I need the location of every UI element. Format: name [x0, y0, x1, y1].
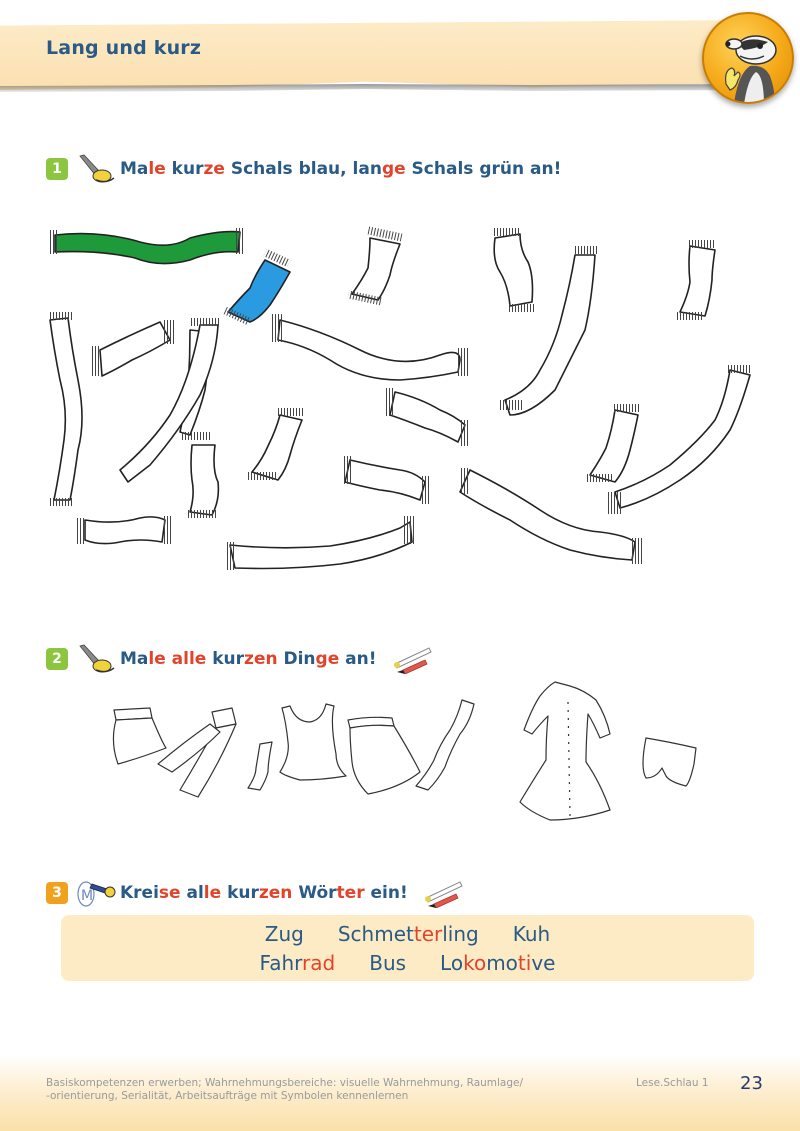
text-part-highlight: le	[188, 649, 207, 669]
skirt-long	[347, 716, 421, 795]
text-part-highlight: le	[203, 883, 222, 903]
shorts	[642, 737, 697, 787]
syllable-highlight: rad	[302, 951, 336, 975]
trousers	[157, 707, 237, 798]
colored-pencils-icon	[424, 881, 463, 908]
text-part: an!	[339, 649, 377, 669]
syllable: Fahr	[259, 951, 303, 975]
text-part-highlight: zen	[244, 649, 278, 669]
word-fahrrad[interactable]: Fahrrad	[260, 951, 336, 975]
text-part: ein!	[364, 883, 408, 903]
exercise-3-instruction: Kreise alle kurzen Wörter ein!	[120, 883, 408, 903]
scarf-short-blue	[227, 259, 291, 323]
text-part-highlight: zen	[258, 883, 293, 903]
footer-description: Basiskompetenzen erwerben; Wahrnehmungsb…	[46, 1077, 566, 1103]
syllable-highlight: ko	[463, 951, 487, 975]
scarf-long-green	[54, 230, 241, 265]
text-part: Ma	[120, 649, 149, 669]
syllable: Zug	[264, 922, 304, 946]
word-bus[interactable]: Bus	[369, 951, 406, 975]
text-part: Din	[277, 649, 316, 669]
text-part: Schals blau, lan	[224, 159, 382, 179]
header-shadow	[0, 84, 760, 92]
footer-line: -orientierung, Serialität, Arbeitsaufträ…	[46, 1090, 409, 1102]
text-part: Krei	[120, 883, 159, 903]
word-kuh[interactable]: Kuh	[513, 922, 550, 946]
syllable: Kuh	[512, 922, 551, 946]
badger-mascot-icon	[702, 12, 794, 104]
scarf-short	[247, 741, 273, 791]
syllable: Lo	[440, 951, 464, 975]
text-part-highlight: ge	[381, 159, 406, 179]
exercise-1-instruction: Male kurze Schals blau, lange Schals grü…	[120, 159, 561, 179]
coloring-hand-icon	[79, 644, 115, 673]
text-part-highlight: le al	[148, 649, 189, 669]
circle-marker-icon: M	[77, 881, 116, 907]
page-title: Lang und kurz	[46, 37, 202, 59]
word-schmetterling[interactable]: Schmetterling	[338, 922, 479, 946]
text-part-highlight: ter	[336, 883, 365, 903]
exercise-number-badge: 2	[46, 648, 68, 670]
skirt-short	[112, 707, 167, 765]
exercise-2-heading: 2 Male alle kurzen Dinge an!	[46, 644, 435, 674]
coloring-hand-icon	[79, 154, 115, 183]
syllable-highlight: ti	[517, 951, 532, 975]
dress-long	[519, 681, 611, 821]
syllable: ve	[531, 951, 556, 975]
exercise-3-heading: 3 M Kreise alle kurzen Wörter ein!	[46, 878, 466, 908]
exercise-1-heading: 1 Male kurze Schals blau, lange Schals g…	[46, 154, 561, 184]
syllable: Schmet	[337, 922, 414, 946]
page-number: 23	[740, 1073, 763, 1094]
scarf-long	[415, 699, 475, 791]
word-box: Zug Schmetterling Kuh Fahrrad Bus Lokomo…	[61, 915, 754, 981]
scarves-illustration	[48, 226, 752, 570]
word-zug[interactable]: Zug	[265, 922, 304, 946]
text-part: Ma	[120, 159, 149, 179]
header-banner	[0, 20, 760, 90]
text-part: kur	[221, 883, 259, 903]
text-part-highlight: se	[158, 883, 181, 903]
book-title: Lese.Schlau 1	[636, 1077, 709, 1089]
footer-band	[0, 1055, 800, 1131]
text-part: Wör	[292, 883, 337, 903]
text-part-highlight: le	[148, 159, 166, 179]
text-part-highlight: ze	[203, 159, 225, 179]
text-part: kur	[206, 649, 245, 669]
tank-top	[279, 703, 347, 781]
text-part-highlight: ge	[315, 649, 340, 669]
syllable: Bus	[369, 951, 407, 975]
text-part: Schals grün an!	[405, 159, 562, 179]
exercise-2-instruction: Male alle kurzen Dinge an!	[120, 649, 377, 669]
word-lokomotive[interactable]: Lokomotive	[440, 951, 555, 975]
syllable: mo	[486, 951, 518, 975]
footer-line: Basiskompetenzen erwerben; Wahrnehmungsb…	[46, 1077, 524, 1089]
exercise-number-badge: 1	[46, 158, 68, 180]
svg-text:M: M	[81, 888, 93, 904]
syllable: ling	[442, 922, 479, 946]
text-part: al	[180, 883, 204, 903]
exercise-number-badge: 3	[46, 882, 68, 904]
text-part: kur	[165, 159, 204, 179]
word-row: Zug Schmetterling Kuh	[61, 922, 754, 946]
clothing-illustration	[112, 681, 697, 821]
colored-pencils-icon	[393, 647, 432, 674]
syllable-highlight: ter	[413, 922, 443, 946]
word-row: Fahrrad Bus Lokomotive	[61, 951, 754, 975]
